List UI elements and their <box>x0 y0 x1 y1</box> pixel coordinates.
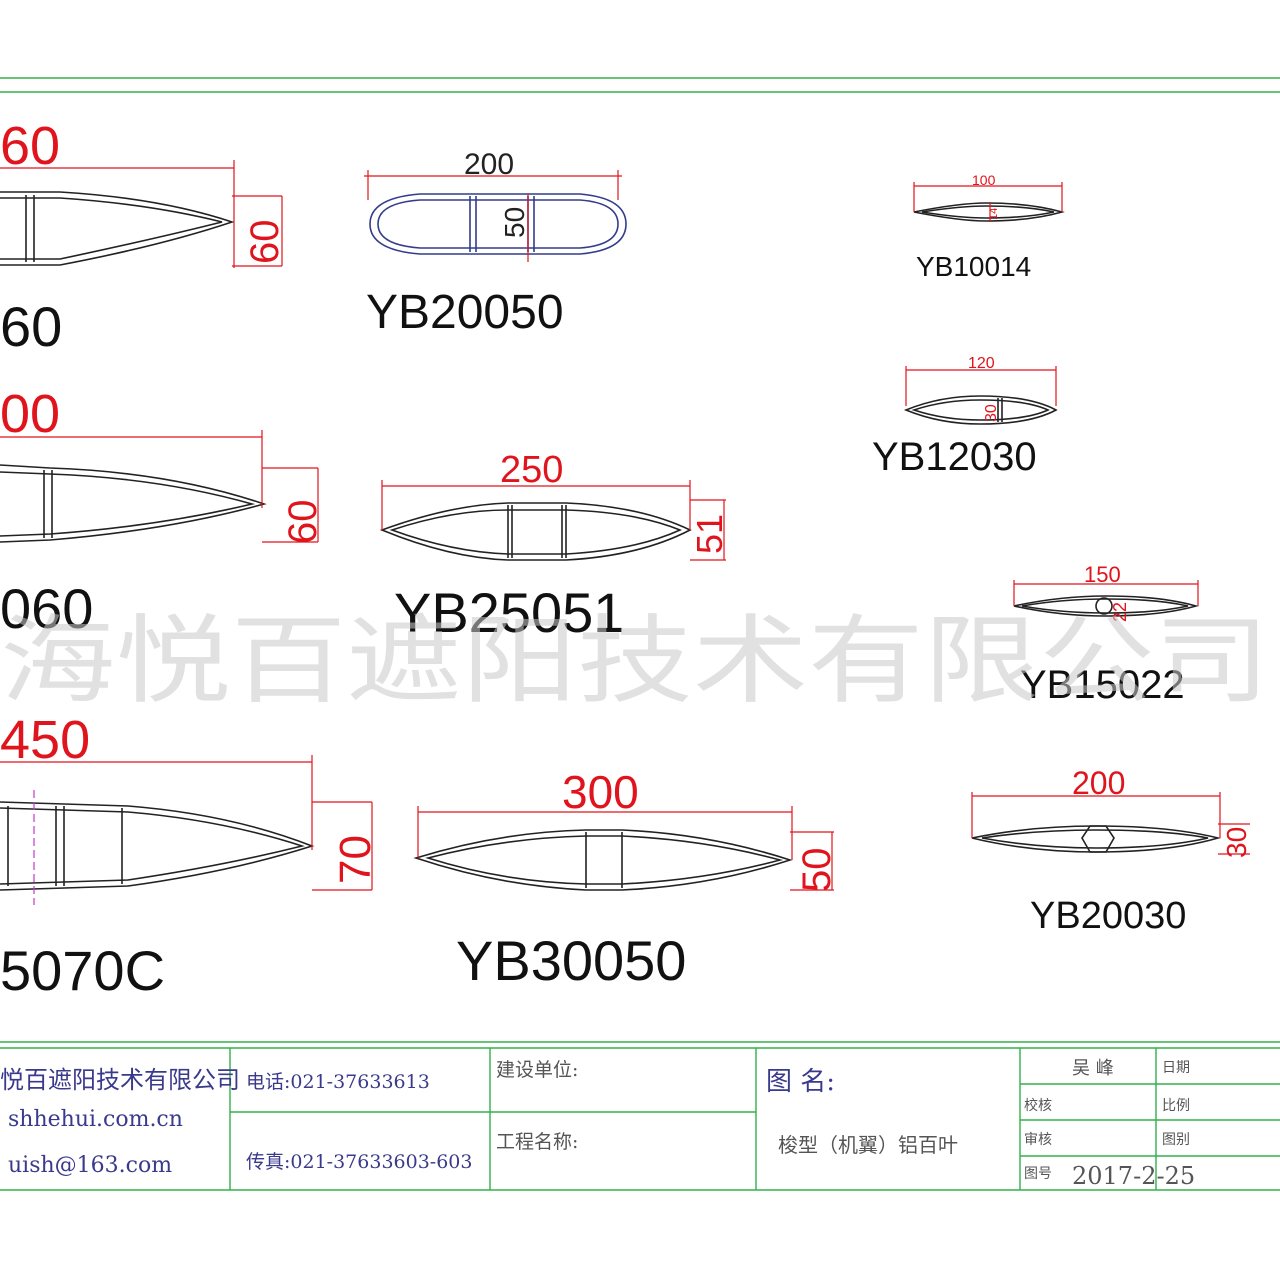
p1-height-label: 60 <box>243 220 287 265</box>
yb15022-model-label: YB15022 <box>1020 663 1185 707</box>
tb-drawing-name-label: 图 名: <box>766 1067 835 1097</box>
watermark: 海悦百遮阳技术有限公司 <box>0 605 1270 717</box>
yb12030-width-label: 120 <box>968 355 995 372</box>
p3-model-label: 5070C <box>0 939 165 1002</box>
tb-check-label: 校核 <box>1024 1097 1052 1114</box>
profile-yb25051: 250 51 YB25051 <box>379 449 730 644</box>
tb-drawing-type-label: 图别 <box>1162 1132 1190 1148</box>
tb-date: 2017-2-25 <box>1072 1162 1195 1190</box>
yb10014-width-label: 100 <box>972 172 996 188</box>
tb-website: shhehui.com.cn <box>8 1107 183 1132</box>
yb20030-height-label: 30 <box>1221 827 1252 858</box>
yb20050-width-label: 200 <box>464 148 514 181</box>
yb30050-model-label: YB30050 <box>456 929 686 992</box>
tb-construction-unit: 建设单位: <box>496 1059 578 1081</box>
yb25051-model-label: YB25051 <box>394 581 624 644</box>
title-block: 悦百遮阳技术有限公司 shhehui.com.cn uish@163.com 电… <box>0 1041 1280 1191</box>
yb15022-height-label: 22 <box>1110 602 1130 622</box>
profile-yb30050: 300 50 YB30050 <box>413 766 839 992</box>
yb12030-model-label: YB12030 <box>872 435 1037 479</box>
yb20030-model-label: YB20030 <box>1030 895 1186 937</box>
tb-phone: 电话:021-37633613 <box>246 1071 430 1093</box>
yb10014-model-label: YB10014 <box>916 251 1031 282</box>
p1-width-label: 60 <box>0 116 60 176</box>
profile-yb20030: 200 30 YB20030 <box>971 765 1252 937</box>
yb25051-height-label: 51 <box>689 514 730 554</box>
yb20050-model-label: YB20050 <box>366 286 564 339</box>
yb30050-width-label: 300 <box>562 766 639 818</box>
profile-yb10014: 100 14 YB10014 <box>913 172 1065 282</box>
yb20050-height-label: 50 <box>499 207 530 238</box>
profile-yb20050: 200 50 YB20050 <box>364 148 627 339</box>
p2-model-label: 060 <box>0 577 93 640</box>
profile-yb15022: 150 22 YB15022 <box>1013 562 1199 707</box>
profile-3: 450 70 5070C <box>0 710 380 1002</box>
tb-email: uish@163.com <box>8 1153 172 1178</box>
yb25051-width-label: 250 <box>500 449 563 491</box>
tb-review-label: 审核 <box>1024 1132 1052 1148</box>
p2-height-label: 60 <box>281 500 325 545</box>
tb-drawing-name: 梭型（机翼）铝百叶 <box>778 1133 958 1157</box>
tb-drawing-no-label: 图号 <box>1024 1166 1052 1182</box>
yb20030-width-label: 200 <box>1072 765 1125 801</box>
yb30050-height-label: 50 <box>795 848 839 893</box>
tb-designer: 吴 峰 <box>1072 1058 1114 1079</box>
p3-height-label: 70 <box>331 835 380 884</box>
p1-model-label: 60 <box>0 295 62 358</box>
tb-company: 悦百遮阳技术有限公司 <box>0 1066 240 1094</box>
tb-fax: 传真:021-37633603-603 <box>246 1151 472 1173</box>
profile-1: 60 60 60 <box>0 116 287 358</box>
tb-date-label: 日期 <box>1162 1060 1190 1076</box>
profile-yb12030: 120 30 YB12030 <box>872 355 1058 479</box>
tb-project-name: 工程名称: <box>496 1131 578 1153</box>
tb-scale-label: 比例 <box>1162 1098 1190 1114</box>
p2-width-label: 00 <box>0 384 60 444</box>
yb15022-width-label: 150 <box>1084 562 1121 587</box>
yb10014-height-label: 14 <box>988 208 1000 220</box>
p3-width-label: 450 <box>0 710 90 770</box>
yb12030-height-label: 30 <box>983 404 1000 422</box>
profile-2: 00 60 060 <box>0 384 325 640</box>
